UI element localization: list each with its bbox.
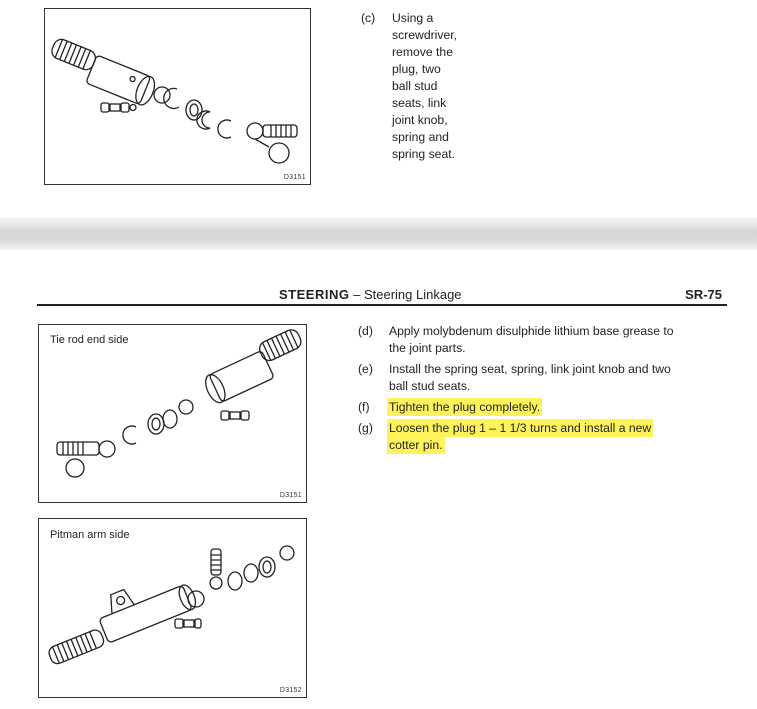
step-label: (c) xyxy=(361,11,376,25)
page-separator xyxy=(0,218,757,250)
tie-rod-illustration xyxy=(56,329,302,478)
step-text: Install the spring seat, spring, link jo… xyxy=(389,362,671,393)
step-text: Tighten the plug completely. xyxy=(389,399,541,416)
figure-caption: Tie rod end side xyxy=(50,334,129,346)
step-label: (e) xyxy=(358,362,373,376)
step-text: Using a screwdriver, remove the plug, tw… xyxy=(392,11,458,161)
highlighted-text: cotter pin. xyxy=(389,438,443,452)
step-label: (g) xyxy=(358,421,373,435)
figure-code: D3151 xyxy=(279,492,302,499)
figure-pitman-arm: Pitman arm side xyxy=(38,518,307,698)
figure-caption: Pitman arm side xyxy=(50,529,130,541)
figure-disassembly: D3151 xyxy=(44,8,311,185)
step-text: Apply molybdenum disulphide lithium base… xyxy=(389,324,674,355)
header-rule xyxy=(37,304,727,306)
pitman-arm-illustration xyxy=(48,545,295,665)
figure-tie-rod-end: Tie rod end side xyxy=(38,324,307,503)
step-label: (f) xyxy=(358,400,370,414)
step-text: Loosen the plug 1 – 1 1/3 turns and inst… xyxy=(389,420,652,454)
highlighted-text: Loosen the plug 1 – 1 1/3 turns and inst… xyxy=(389,421,652,435)
page-header-title: STEERING – Steering Linkage xyxy=(279,287,462,302)
figure-code: D3152 xyxy=(279,687,302,694)
previous-page: D3151 (c) Using a screwdriver, remove th… xyxy=(0,0,757,218)
disassembly-illustration xyxy=(51,38,298,164)
highlighted-text: Tighten the plug completely. xyxy=(389,400,541,414)
figure-code: D3151 xyxy=(283,174,306,181)
page-number: SR-75 xyxy=(685,287,722,302)
step-label: (d) xyxy=(358,324,373,338)
